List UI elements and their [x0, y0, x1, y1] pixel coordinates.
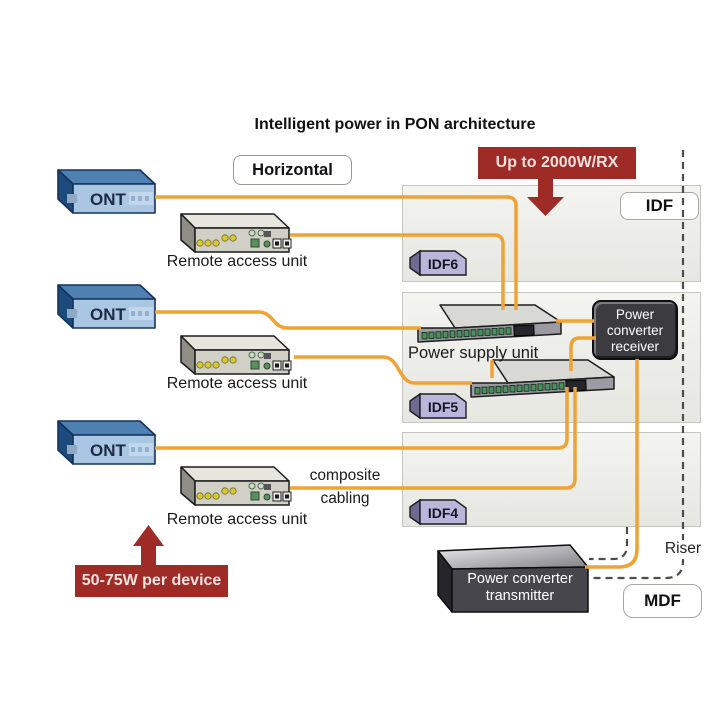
composite-line2: cabling: [320, 490, 370, 507]
horizontal-label-text: Horizontal: [252, 160, 333, 179]
rau-label-text: Remote access unit: [166, 511, 308, 528]
badge-idf6-text: IDF6: [428, 256, 459, 272]
pct-front-face: [451, 566, 589, 613]
composite-cabling-label: composite cabling: [291, 466, 399, 509]
pcr-line1: Power: [615, 307, 655, 322]
mdf-dashed-line: [589, 527, 629, 561]
ont-label: ONT: [90, 441, 127, 460]
mdf-zone-label: MDF: [623, 584, 702, 618]
rau-top-face: [180, 213, 290, 229]
pct-line1: Power converter: [467, 571, 573, 587]
pct-line2: transmitter: [486, 588, 555, 604]
ont-device-1: ONT: [57, 169, 156, 214]
ont-device-2: ONT: [57, 284, 156, 329]
badge-idf6: IDF6: [409, 249, 467, 277]
diagram-title: Intelligent power in PON architecture: [254, 116, 536, 133]
ont-label: ONT: [90, 190, 127, 209]
rau-label-text: Remote access unit: [166, 375, 308, 392]
power-converter-receiver-box: Power converter receiver: [592, 300, 678, 360]
horizontal-label: Horizontal: [233, 155, 352, 185]
rau-device-2: [180, 335, 292, 375]
psu-dark-port: [513, 324, 535, 337]
per-device-callout: 50-75W per device: [75, 565, 228, 597]
rau-label-2: Remote access unit: [157, 375, 317, 393]
riser-label: Riser: [660, 540, 706, 559]
badge-idf4: IDF4: [409, 498, 467, 526]
ont-top-face: [57, 169, 156, 185]
psu-device-2: [470, 359, 615, 398]
ont-port-pins: [131, 196, 149, 201]
rau-label-3: Remote access unit: [157, 511, 317, 529]
rau-label-1: Remote access unit: [157, 253, 317, 271]
badge-idf5: IDF5: [409, 392, 467, 420]
badge-bevel: [409, 249, 421, 277]
psu-device-1: [417, 304, 562, 343]
badge-idf4-text: IDF4: [428, 505, 459, 521]
per-device-callout-text: 50-75W per device: [81, 572, 222, 589]
capacity-callout: Up to 2000W/RX: [478, 147, 636, 179]
pcr-line2: converter: [606, 323, 664, 338]
power-converter-transmitter-box: Power converter transmitter: [437, 544, 589, 613]
mdf-zone-text: MDF: [644, 591, 681, 610]
per-device-arrow-up-icon: [133, 525, 164, 566]
capacity-callout-text: Up to 2000W/RX: [495, 154, 619, 171]
psu-led-ports: [421, 327, 512, 340]
badge-idf5-text: IDF5: [428, 399, 459, 415]
riser-label-text: Riser: [664, 540, 702, 557]
rau-device-1: [180, 213, 292, 253]
pcr-line3: receiver: [610, 339, 659, 354]
idf-zone-text: IDF: [645, 196, 674, 215]
ont-label: ONT: [90, 305, 127, 324]
rau-device-3: [180, 466, 292, 506]
composite-line1: composite: [309, 467, 381, 484]
idf-zone-label: IDF: [620, 192, 699, 220]
psu-label: Power supply unit: [408, 344, 558, 363]
cable-ont2-to-psu1: [155, 310, 421, 330]
rau-label-text: Remote access unit: [166, 253, 308, 270]
pct-top-face: [437, 544, 589, 570]
ont-led-square: [67, 194, 77, 203]
psu-label-text: Power supply unit: [408, 344, 539, 362]
ont-device-3: ONT: [57, 420, 156, 465]
